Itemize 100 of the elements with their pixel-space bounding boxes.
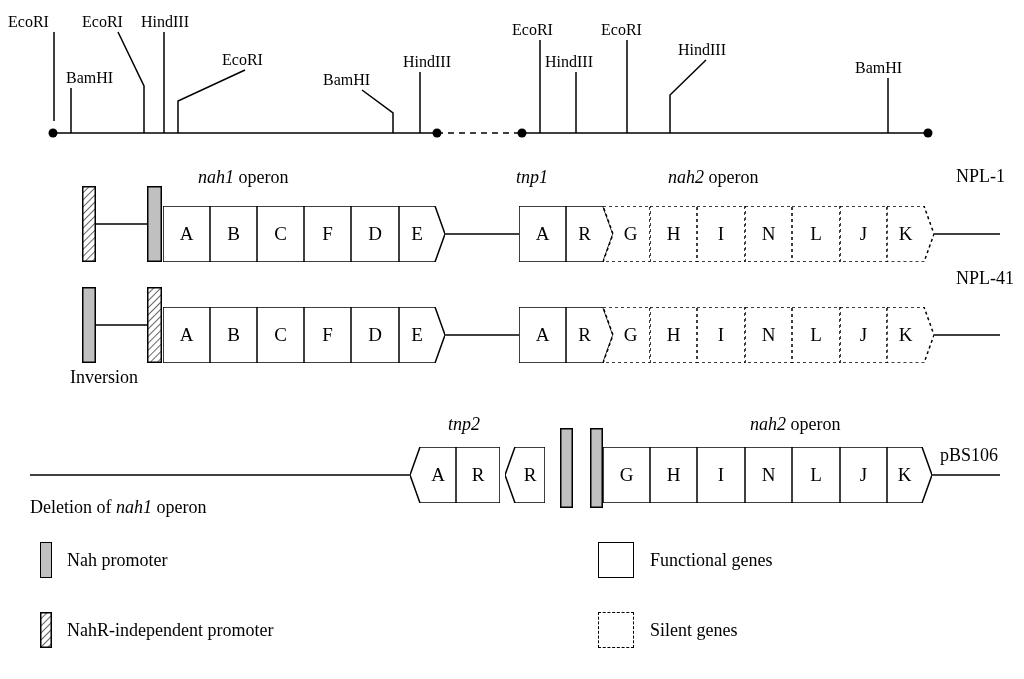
gene-letter: D — [368, 222, 382, 246]
gene-box — [304, 206, 351, 262]
restriction-site-label: HindIII — [403, 52, 451, 72]
leader-line — [626, 39, 628, 134]
silent-gene-box — [887, 307, 934, 363]
gene-letter: F — [322, 222, 333, 246]
diagram-label: NPL-41 — [956, 267, 1014, 290]
restriction-site-label: EcoRI — [222, 50, 263, 70]
gene-letter: I — [717, 323, 725, 347]
gene-box — [603, 447, 650, 503]
restriction-site-label: BamHI — [855, 58, 903, 78]
restriction-site-label: HindIII — [141, 12, 189, 32]
dna-line — [95, 324, 148, 326]
gene-box — [351, 206, 399, 262]
restriction-site-label: HindIII — [678, 40, 726, 60]
leader-line — [575, 71, 577, 134]
leader-line — [70, 87, 72, 134]
gene-letter: R — [578, 323, 591, 347]
restriction-site-label: HindIII — [545, 52, 593, 72]
gene-letter: A — [535, 323, 550, 347]
gene-letter: R — [523, 463, 537, 487]
gene-letter: D — [368, 323, 382, 347]
gene-letter: J — [859, 463, 868, 487]
gene-letter: K — [897, 463, 912, 487]
gene-letter: H — [666, 222, 681, 246]
leader-line — [669, 59, 707, 134]
silent-gene-box — [792, 307, 840, 363]
leader-line — [117, 31, 145, 134]
gene-letter: E — [411, 323, 423, 347]
gene-letter: H — [666, 463, 681, 487]
restriction-site-label: EcoRI — [8, 12, 49, 32]
gene-letter: J — [859, 323, 868, 347]
silent-gene-box — [840, 307, 887, 363]
silent-gene-box — [697, 307, 745, 363]
silent-gene-box — [603, 206, 650, 262]
diagram-label: nah1 operon — [198, 166, 289, 189]
gene-letter: A — [535, 222, 550, 246]
leader-line — [539, 39, 541, 134]
dna-line — [933, 233, 1001, 235]
promoter-bar — [82, 186, 96, 262]
gene-box — [410, 447, 456, 503]
diagram-label: tnp1 — [516, 166, 548, 189]
restriction-site-label: EcoRI — [82, 12, 123, 32]
gene-box — [566, 206, 613, 262]
restriction-site-label: BamHI — [323, 70, 371, 90]
gene-box — [210, 206, 257, 262]
diagram-label: pBS106 — [940, 444, 999, 467]
gene-letter: C — [274, 222, 287, 246]
silent-gene-box — [603, 307, 650, 363]
silent-gene-box — [745, 206, 792, 262]
promoter-bar — [147, 186, 162, 262]
gene-box — [519, 307, 566, 363]
gene-box — [840, 447, 887, 503]
gene-box — [163, 206, 210, 262]
restriction-site-label: BamHI — [66, 68, 114, 88]
gene-box — [210, 307, 257, 363]
gene-box — [650, 447, 697, 503]
gene-letter: A — [179, 323, 194, 347]
dna-line — [933, 334, 1001, 336]
gene-letter: H — [666, 323, 681, 347]
legend-text: NahR-independent promoter — [67, 619, 274, 642]
gene-letter: F — [322, 323, 333, 347]
gene-letter: A — [431, 463, 445, 487]
dna-line — [444, 233, 520, 235]
gene-box — [566, 307, 613, 363]
leader-line — [361, 89, 394, 134]
gene-box — [887, 447, 932, 503]
gene-letter: I — [717, 463, 725, 487]
restriction-site-label: EcoRI — [601, 20, 642, 40]
legend-text: Functional genes — [650, 549, 773, 572]
diagram-label: NPL-1 — [956, 165, 1005, 188]
gene-box — [456, 447, 500, 503]
gene-letter: C — [274, 323, 287, 347]
diagram-label: tnp2 — [448, 413, 480, 436]
silent-gene-box — [697, 206, 745, 262]
gene-letter: R — [578, 222, 591, 246]
promoter-bar — [147, 287, 162, 363]
gene-letter: E — [411, 222, 423, 246]
promoter-bar — [560, 428, 573, 508]
diagram-label: nah2 operon — [668, 166, 759, 189]
legend-text: Silent genes — [650, 619, 738, 642]
gene-box — [257, 307, 304, 363]
gene-box — [792, 447, 840, 503]
gene-letter: G — [623, 222, 638, 246]
gene-letter: L — [810, 463, 822, 487]
silent-gene-box — [792, 206, 840, 262]
gene-box — [304, 307, 351, 363]
gene-letter: N — [761, 463, 776, 487]
gene-box — [257, 206, 304, 262]
silent-gene-box — [887, 206, 934, 262]
silent-gene-box — [745, 307, 792, 363]
gene-box — [519, 206, 566, 262]
gene-box — [505, 447, 545, 503]
diagram-label: Inversion — [70, 366, 138, 389]
gene-box — [745, 447, 792, 503]
diagram-label: nah2 operon — [750, 413, 841, 436]
gene-letter: G — [623, 323, 638, 347]
gene-letter: K — [898, 222, 913, 246]
leader-line — [887, 77, 889, 134]
restriction-site-label: EcoRI — [512, 20, 553, 40]
